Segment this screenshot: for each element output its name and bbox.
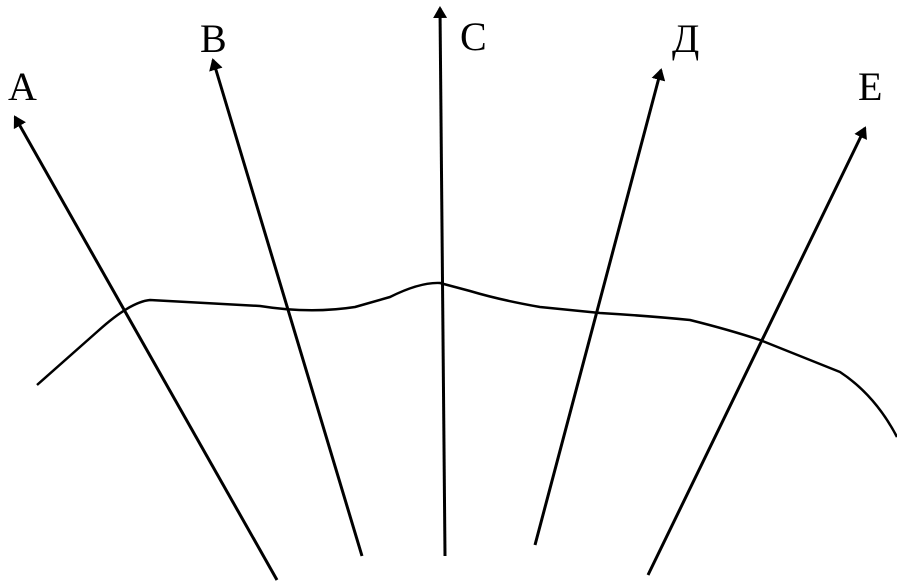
label-d: Д: [672, 16, 699, 61]
label-c: С: [460, 14, 487, 59]
label-b: В: [200, 16, 227, 61]
arrow-c: [433, 6, 448, 557]
boundary-curve: [36, 281, 897, 438]
arrow-e: [646, 126, 867, 576]
label-e: Е: [858, 64, 882, 109]
label-a: А: [8, 64, 37, 109]
arrow-a: [13, 115, 279, 581]
arrow-b: [209, 58, 364, 557]
arrow-d: [533, 68, 666, 546]
